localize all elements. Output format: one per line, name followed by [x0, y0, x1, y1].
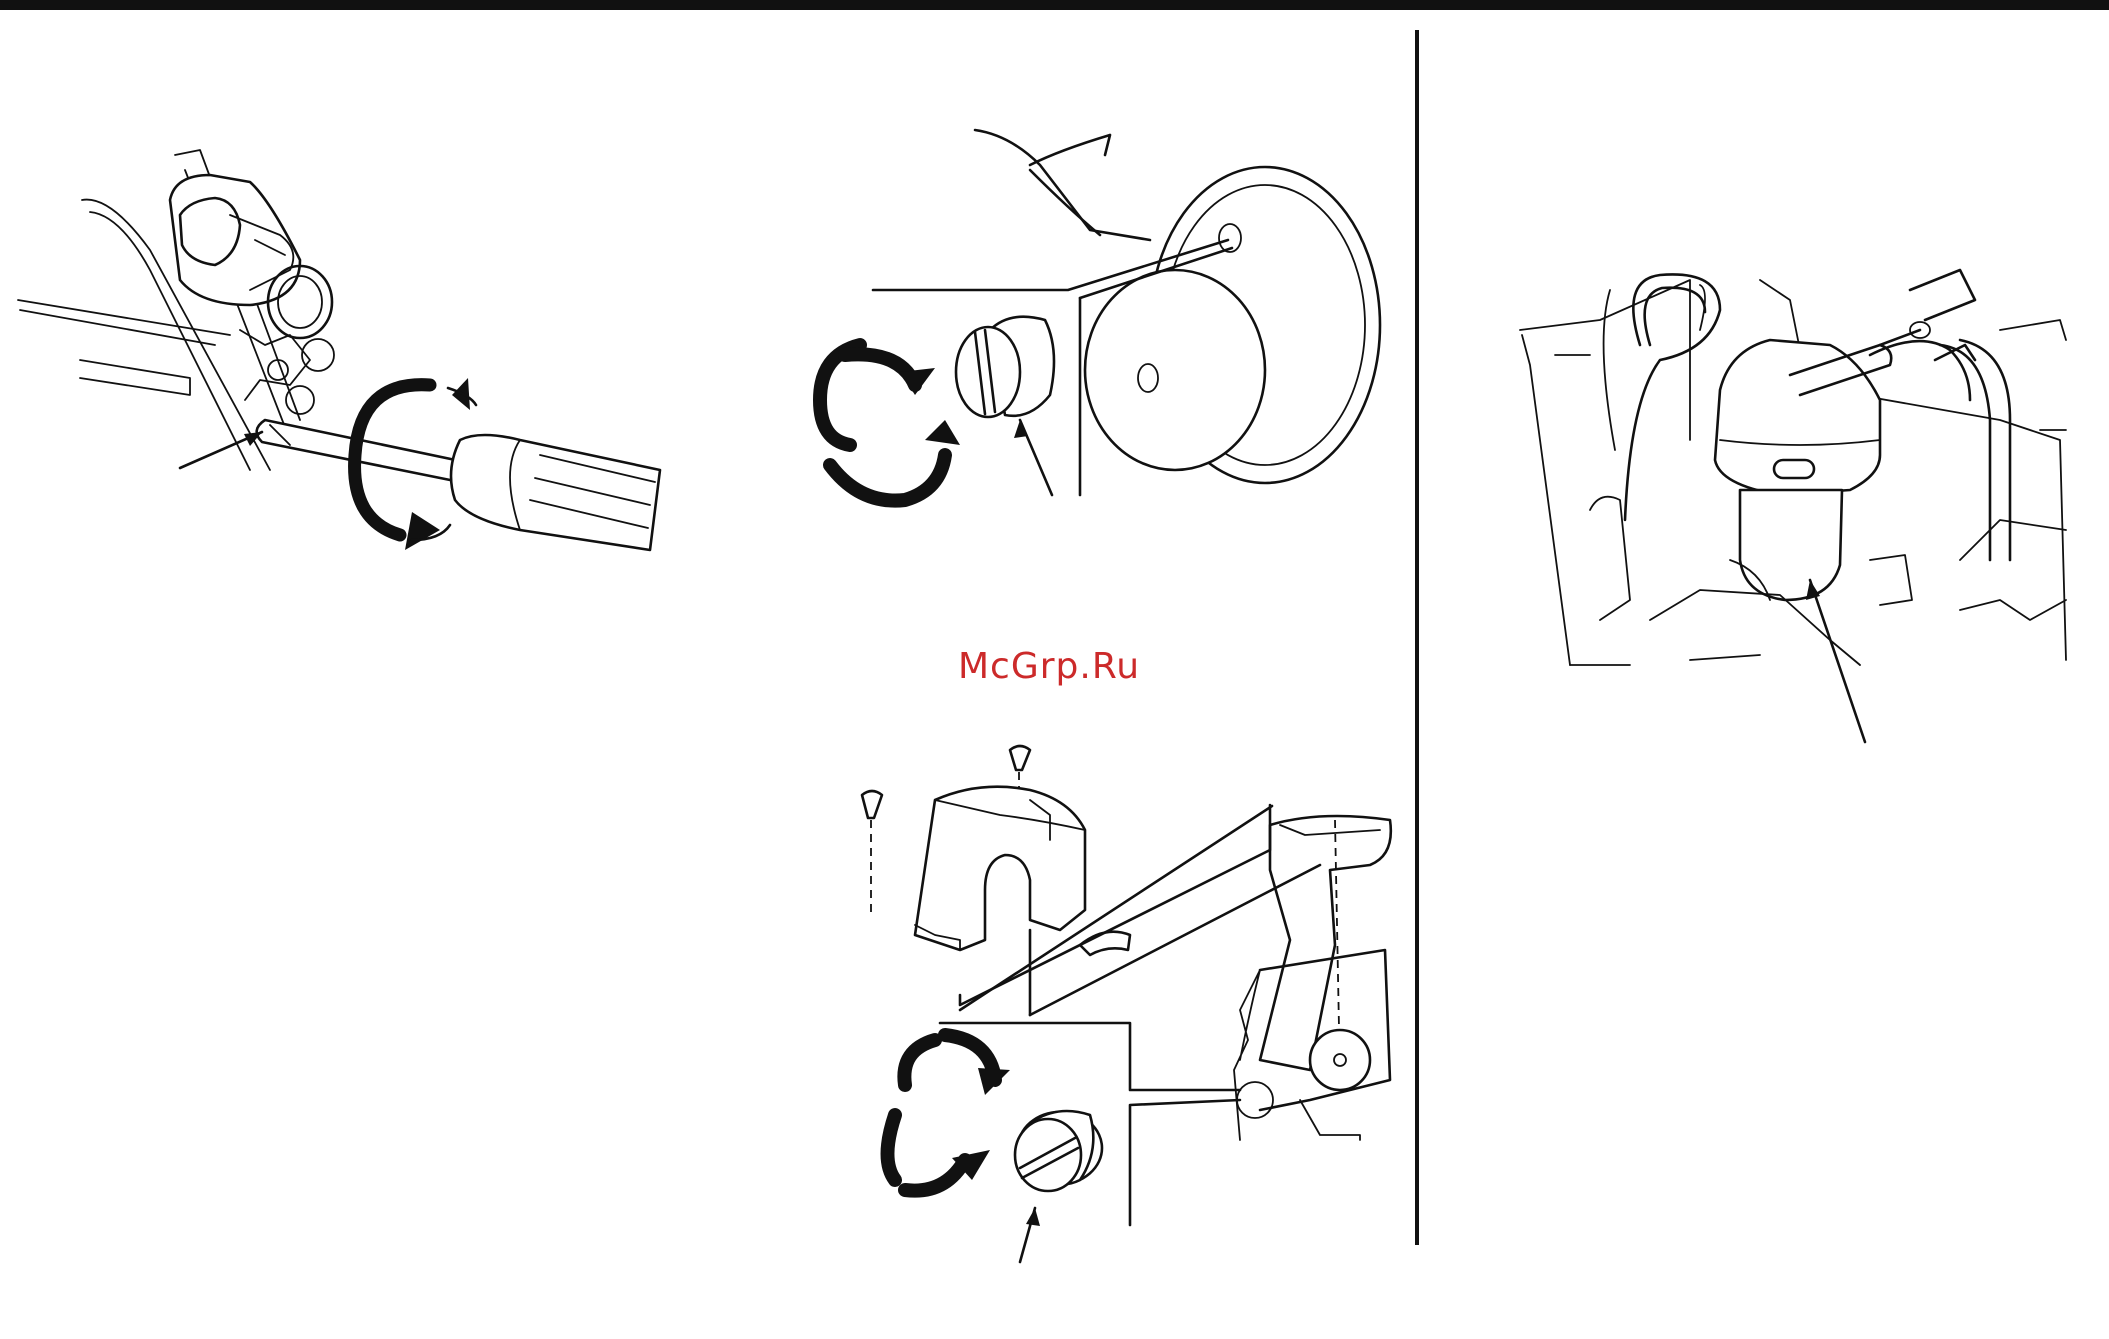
- screw-icon: [862, 791, 882, 915]
- watermark-text: McGrp.Ru: [958, 646, 1140, 687]
- figure-pulley-plug: [820, 130, 1380, 501]
- figure-lever-cover: [862, 746, 1391, 1262]
- figure-fuel-filter: [1520, 270, 2066, 742]
- screw-icon: [1010, 746, 1030, 790]
- top-border-rule: [0, 0, 2109, 10]
- figure-screwdriver-adjust: [18, 150, 660, 550]
